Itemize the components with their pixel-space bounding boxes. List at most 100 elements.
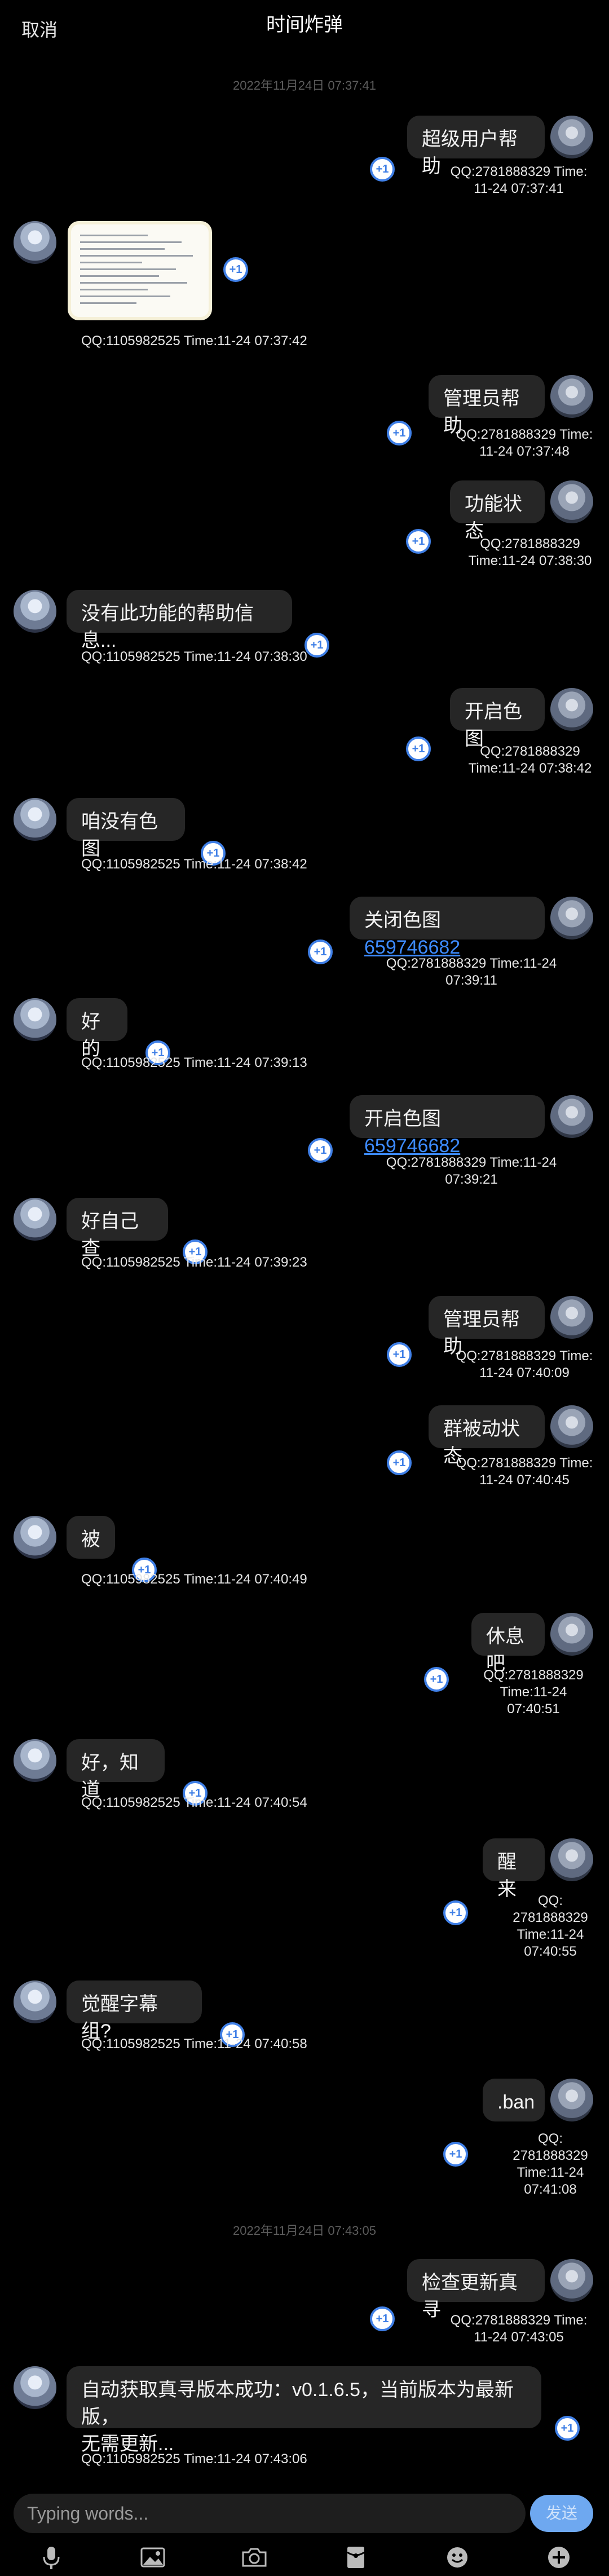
avatar[interactable] (550, 375, 593, 418)
send-button[interactable]: 发送 (530, 2495, 593, 2532)
message-bubble[interactable]: 开启色图 659746682 (350, 1095, 545, 1157)
message-link[interactable]: 659746682 (364, 937, 461, 958)
message-text: 开启色图 (465, 701, 522, 749)
plus-one-button[interactable]: +1 (387, 421, 412, 445)
avatar[interactable] (550, 2079, 593, 2121)
message-meta: QQ:2781888329 Time: 11-24 07:40:45 (456, 1455, 593, 1488)
plus-one-button[interactable]: +1 (406, 736, 431, 761)
message-text: 觉醒字幕组? (81, 1993, 158, 2042)
camera-icon[interactable] (240, 2543, 268, 2571)
plus-one-button[interactable]: +1 (443, 2142, 468, 2167)
message-bubble[interactable]: 功能状态 (450, 480, 545, 542)
message-text: 休息吧 (486, 1626, 524, 1674)
plus-one-button[interactable]: +1 (387, 1450, 412, 1475)
image-icon[interactable] (139, 2543, 167, 2571)
avatar[interactable] (14, 590, 56, 633)
message-text: 没有此功能的帮助信息... (81, 603, 254, 651)
plus-one-button[interactable]: +1 (387, 1342, 412, 1367)
emoji-icon[interactable] (443, 2543, 471, 2571)
message-bubble[interactable]: 开启色图 (450, 688, 545, 749)
message-bubble[interactable]: 好，知道 (67, 1739, 165, 1801)
avatar[interactable] (14, 2366, 56, 2409)
message-meta: QQ:1105982525 Time:11-24 07:38:42 (81, 857, 307, 872)
message-text: 关闭色图 (364, 910, 447, 931)
message-input[interactable] (14, 2494, 526, 2533)
avatar[interactable] (550, 480, 593, 523)
message-bubble[interactable]: 管理员帮助 (429, 375, 545, 436)
plus-one-button[interactable]: +1 (443, 1900, 468, 1925)
plus-one-button[interactable]: +1 (424, 1667, 449, 1692)
message-text: 好自己查 (81, 1211, 139, 1259)
message-bubble[interactable]: 休息吧 (471, 1613, 545, 1674)
message-text: 醒来 (497, 1851, 517, 1900)
avatar[interactable] (550, 116, 593, 158)
plus-one-button[interactable]: +1 (132, 1558, 157, 1582)
avatar[interactable] (550, 1095, 593, 1138)
mic-icon[interactable] (37, 2543, 65, 2571)
plus-one-button[interactable]: +1 (370, 157, 395, 182)
plus-one-button[interactable]: +1 (201, 841, 226, 866)
message-bubble[interactable]: 自动获取真寻版本成功：v0.1.6.5，当前版本为最新版， 无需更新... (67, 2366, 541, 2455)
message-bubble[interactable]: 好自己查 (67, 1198, 168, 1259)
message-meta: QQ:1105982525 Time:11-24 07:40:58 (81, 2036, 307, 2052)
plus-one-button[interactable]: +1 (145, 1040, 170, 1065)
avatar[interactable] (550, 1838, 593, 1881)
avatar[interactable] (550, 1405, 593, 1448)
message-meta: QQ:1105982525 Time:11-24 07:39:23 (81, 1255, 307, 1270)
message-bubble[interactable]: .ban (483, 2079, 545, 2121)
message-bubble[interactable]: 没有此功能的帮助信息... (67, 590, 292, 651)
plus-one-button[interactable]: +1 (308, 939, 333, 964)
composer-bar: 发送 (0, 2487, 609, 2576)
avatar[interactable] (14, 1198, 56, 1241)
message-meta: QQ:2781888329 Time: 11-24 07:40:09 (456, 1348, 593, 1380)
plus-one-button[interactable]: +1 (370, 2306, 395, 2331)
message-text: 自动获取真寻版本成功：v0.1.6.5，当前版本为最新版， 无需更新... (81, 2379, 514, 2455)
plus-one-button[interactable]: +1 (308, 1138, 333, 1163)
message-text: .ban (497, 2092, 535, 2113)
message-bubble[interactable]: 醒来 (483, 1838, 545, 1900)
message-bubble[interactable]: 关闭色图 659746682 (350, 897, 545, 958)
message-text: 管理员帮助 (443, 388, 520, 436)
plus-one-button[interactable]: +1 (220, 2022, 245, 2047)
message-bubble[interactable]: 好的 (67, 998, 127, 1060)
avatar[interactable] (14, 221, 56, 264)
timestamp: 2022年11月24日 07:37:41 (233, 78, 376, 92)
avatar[interactable] (14, 1516, 56, 1559)
message-text: 开启色图 (364, 1108, 447, 1130)
avatar[interactable] (550, 1296, 593, 1339)
plus-one-button[interactable]: +1 (304, 633, 329, 658)
message-meta: QQ:1105982525 Time:11-24 07:43:06 (81, 2451, 307, 2467)
plus-one-button[interactable]: +1 (555, 2416, 580, 2441)
avatar[interactable] (550, 897, 593, 939)
avatar[interactable] (550, 1613, 593, 1656)
plus-one-button[interactable]: +1 (223, 257, 248, 282)
message-bubble[interactable]: 检查更新真寻 (407, 2259, 545, 2321)
message-bubble[interactable]: 群被动状态 (429, 1405, 545, 1467)
red-packet-icon[interactable] (342, 2543, 370, 2571)
avatar[interactable] (550, 688, 593, 731)
message-meta: QQ:2781888329 Time: 11-24 07:37:41 (450, 164, 588, 196)
message-bubble[interactable]: 超级用户帮助 (407, 116, 545, 177)
message-bubble[interactable]: 咱没有色图 (67, 798, 185, 859)
cancel-button[interactable]: 取消 (21, 20, 58, 40)
message-meta: QQ:1105982525 Time:11-24 07:40:49 (81, 1572, 307, 1587)
plus-one-button[interactable]: +1 (183, 1240, 208, 1264)
avatar[interactable] (14, 998, 56, 1041)
top-bar: 取消 时间炸弹 (0, 0, 609, 54)
plus-one-button[interactable]: +1 (183, 1781, 208, 1806)
message-meta: QQ:2781888329 Time: 11-24 07:43:05 (450, 2313, 588, 2345)
avatar[interactable] (550, 2259, 593, 2302)
message-bubble[interactable]: 觉醒字幕组? (67, 1980, 202, 2042)
plus-icon[interactable] (545, 2543, 573, 2571)
message-bubble[interactable]: 管理员帮助 (429, 1296, 545, 1357)
message-link[interactable]: 659746682 (364, 1135, 461, 1157)
plus-one-button[interactable]: +1 (406, 529, 431, 554)
avatar[interactable] (14, 1980, 56, 2023)
message-bubble[interactable]: 被 (67, 1516, 115, 1559)
message-meta: QQ:2781888329 Time: 11-24 07:37:48 (456, 427, 593, 459)
message-text: 好，知道 (81, 1752, 139, 1801)
avatar[interactable] (14, 1739, 56, 1782)
page-title: 时间炸弹 (266, 14, 343, 36)
image-message[interactable] (68, 221, 212, 320)
avatar[interactable] (14, 798, 56, 841)
